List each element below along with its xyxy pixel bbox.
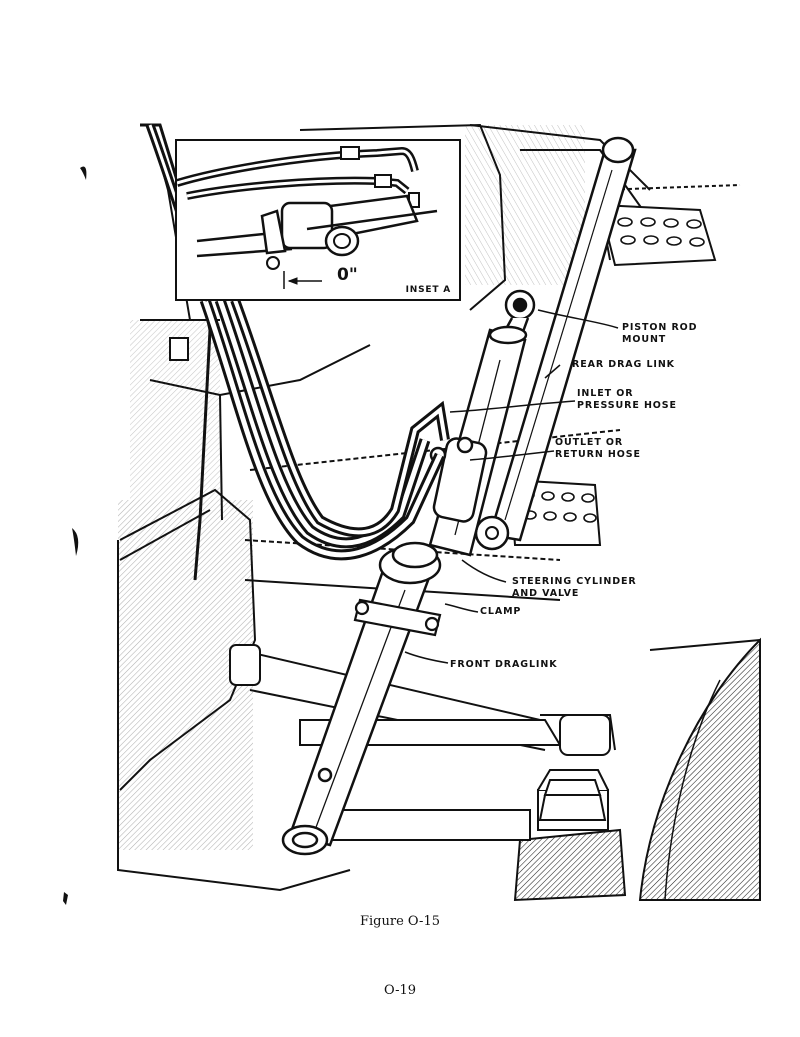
label-outlet-hose-line2: RETURN HOSE — [555, 449, 641, 460]
label-inlet-hose-line1: INLET OR — [577, 388, 634, 399]
inset-a-title: INSET A — [405, 285, 451, 295]
label-inlet-hose: INLET OR PRESSURE HOSE — [577, 388, 677, 412]
inset-a-illustration — [177, 146, 438, 289]
perforated-bracket-upper — [598, 203, 717, 267]
label-rear-drag-link: REAR DRAG LINK — [572, 359, 675, 370]
page-binding-marks — [63, 166, 87, 905]
label-steering-cylinder: STEERING CYLINDER AND VALVE — [512, 576, 637, 600]
inset-a-panel: 0" INSET A — [175, 139, 461, 301]
label-outlet-hose-line1: OUTLET OR — [555, 437, 624, 448]
leader-lines — [404, 309, 619, 664]
label-clamp: CLAMP — [480, 606, 522, 617]
label-outlet-hose: OUTLET OR RETURN HOSE — [555, 437, 641, 461]
inset-dimension-label: 0" — [337, 265, 358, 285]
clamp — [353, 598, 442, 637]
label-piston-rod-mount: PISTON ROD MOUNT — [622, 322, 697, 346]
front-drag-link — [281, 541, 442, 856]
front-tire — [638, 637, 761, 901]
label-piston-rod-mount-line2: MOUNT — [622, 334, 667, 345]
figure-caption: Figure O-15 — [360, 914, 440, 929]
label-steering-cylinder-line1: STEERING CYLINDER — [512, 576, 637, 587]
rear-drag-link — [474, 136, 637, 551]
label-steering-cylinder-line2: AND VALVE — [512, 588, 580, 599]
castle-nut — [538, 779, 607, 821]
label-front-drag-link: FRONT DRAGLINK — [450, 659, 558, 670]
page-number: O-19 — [383, 983, 417, 998]
label-piston-rod-mount-line1: PISTON ROD — [622, 322, 698, 333]
label-inlet-hose-line2: PRESSURE HOSE — [577, 400, 677, 411]
